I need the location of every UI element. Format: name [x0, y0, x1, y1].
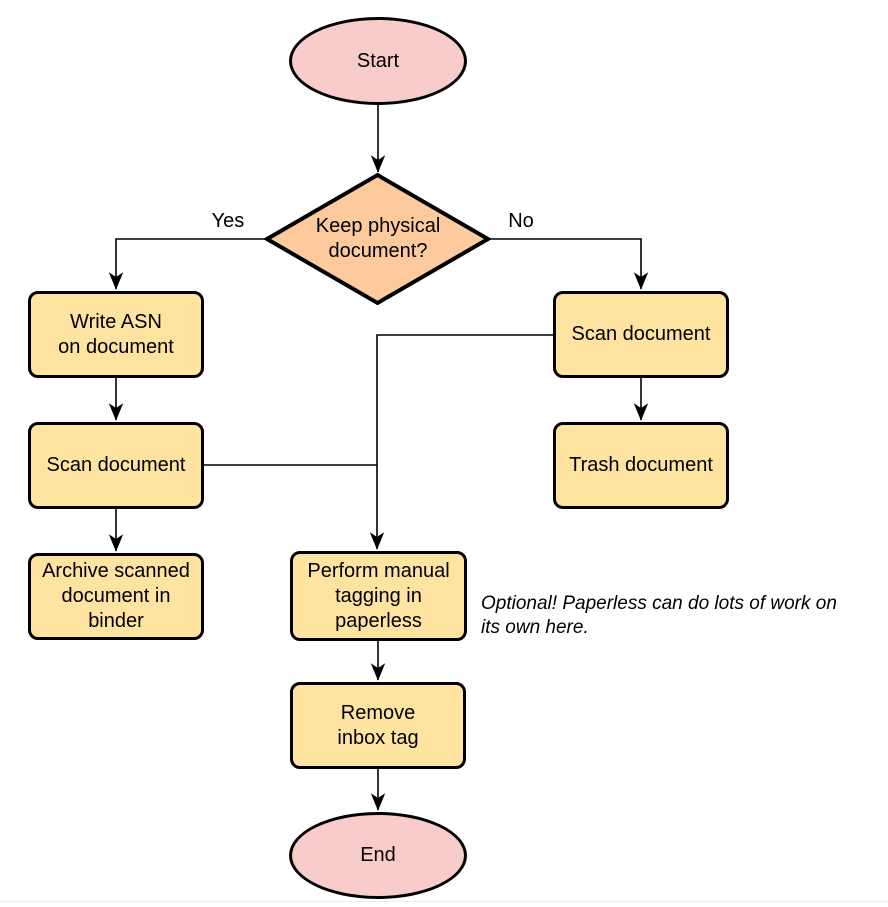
process-trash-document: Trash document: [553, 422, 729, 509]
edge-decision-no-to-scan-right: [489, 238, 649, 290]
edge-label-no: No: [508, 210, 534, 232]
end-terminator: End: [289, 812, 467, 899]
edge-label-yes: Yes: [211, 210, 245, 232]
process-remove-inbox-tag: Remove inbox tag: [290, 682, 466, 769]
edge-decision-yes-to-write-asn: [108, 238, 266, 290]
edge-scan-right-to-tagging: [369, 334, 553, 550]
bottom-divider: [0, 901, 888, 902]
annotation-note: Optional! Paperless can do lots of work …: [481, 593, 837, 638]
start-terminator: Start: [289, 17, 467, 105]
process-manual-tagging: Perform manual tagging in paperless: [290, 551, 467, 641]
decision-diamond-shape: [263, 172, 492, 306]
process-scan-document-left: Scan document: [28, 422, 204, 509]
process-write-asn: Write ASN on document: [28, 291, 204, 378]
process-archive-document: Archive scanned document in binder: [28, 553, 204, 640]
decision-label: Keep physical document?: [315, 215, 441, 262]
process-scan-document-right: Scan document: [553, 291, 729, 378]
